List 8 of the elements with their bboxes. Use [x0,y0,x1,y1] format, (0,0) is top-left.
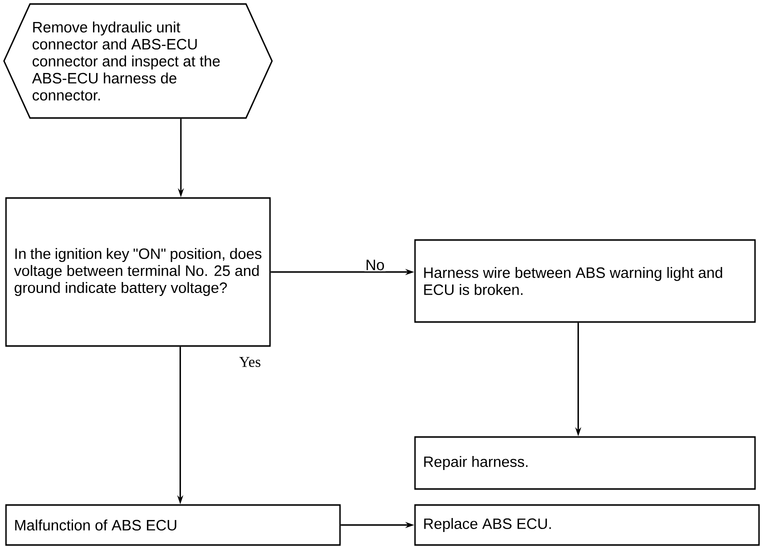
edge-label: No [364,258,386,272]
process-box: Replace ABS ECU. [414,504,760,546]
process-box: Harness wire between ABS warning light and ECU is broken. [414,239,756,323]
edge-label: Yes [238,356,262,368]
process-box: In the ignition key "ON" position, does voltage between terminal No. 25 and ground indicate battery voltage? [5,197,271,347]
process-box: Repair harness. [414,436,756,490]
hexagon-step: Remove hydraulic unit connector and ABS-ECU connector and inspect at the ABS-ECU harness de connector. [3,3,273,119]
process-box: Malfunction of ABS ECU [5,504,341,546]
